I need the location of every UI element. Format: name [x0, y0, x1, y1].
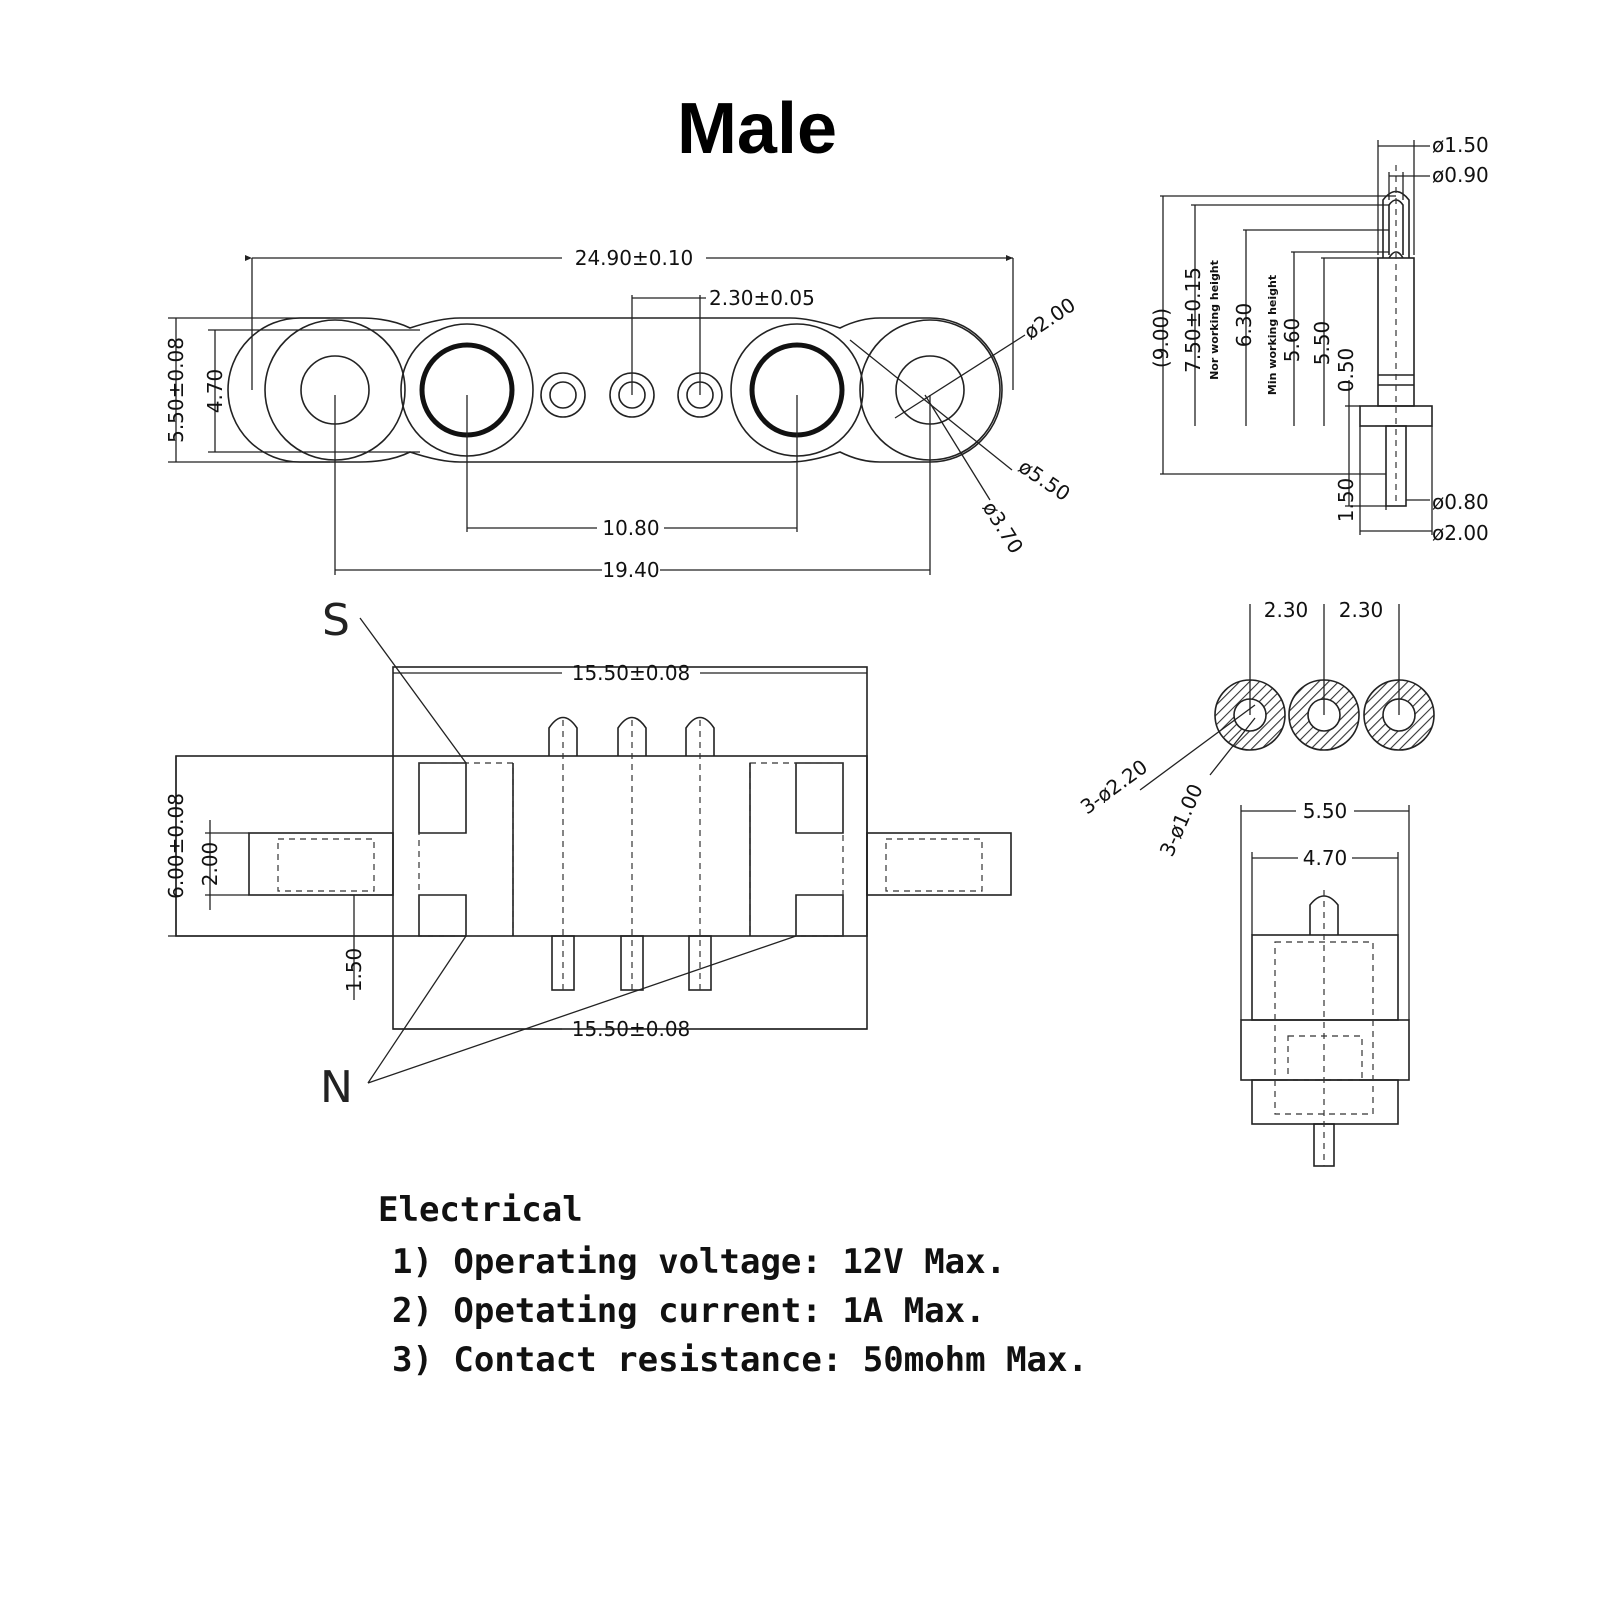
left-tab-hole [277, 838, 375, 892]
dim-tab-height: 2.00 [198, 842, 222, 887]
front-pin-1-head [548, 716, 578, 756]
leader-line [1139, 704, 1256, 791]
leader-line [924, 394, 991, 501]
north-leader-left [367, 935, 467, 1084]
dim-height: 5.50±0.08 [164, 337, 188, 443]
end-middle-body [1240, 1019, 1410, 1081]
dim-inner-height: 4.70 [203, 369, 227, 414]
dim-0-50: 0.50 [1334, 348, 1358, 393]
dim-tail-dia: ø0.80 [1432, 490, 1489, 514]
dim-free-height: (9.00) [1149, 308, 1173, 368]
page-title: Male [677, 89, 837, 169]
dim-head-dia: ø1.50 [1432, 133, 1489, 157]
south-pole-label: S [322, 595, 350, 646]
end-inner-cavity [1287, 1035, 1363, 1081]
dim-offset: 1.50 [342, 948, 366, 993]
south-leader [359, 617, 467, 764]
right-magnet-lower [795, 894, 844, 937]
leader-line [894, 334, 1026, 419]
dim-pitch-2: 2.30 [1339, 598, 1384, 622]
north-leader-right [367, 935, 797, 1084]
left-magnet-lower [418, 894, 467, 937]
side-view: ø1.50 ø0.90 (9.00) 7.50±0.15 Nor working… [1149, 133, 1489, 545]
label-min-height: Min working height [1266, 275, 1279, 395]
dim-pitch-1: 2.30 [1264, 598, 1309, 622]
north-pole-label: N [320, 1062, 353, 1113]
dim-tip-dia: ø0.90 [1432, 163, 1489, 187]
end-view: 5.50 4.70 [1240, 799, 1410, 1167]
dim-5-60: 5.60 [1280, 318, 1304, 363]
dim-top-width: 15.50±0.08 [572, 661, 691, 685]
top-view-outline [227, 317, 1003, 463]
dim-base-dia: ø2.00 [1432, 521, 1489, 545]
dim-bottom-width: 15.50±0.08 [572, 1017, 691, 1041]
left-magnet-upper [418, 762, 467, 834]
pin-face-view: 2.30 2.30 3-ø2.20 3-ø1.00 [1076, 598, 1435, 860]
dim-magnet-spacing: 10.80 [602, 516, 659, 540]
front-pin-3-head [685, 716, 715, 756]
dim-inner-width: 4.70 [1303, 846, 1348, 870]
dim-hole-spacing: 19.40 [602, 558, 659, 582]
dim-inner-dia: 3-ø1.00 [1155, 780, 1208, 860]
front-body-outline [175, 755, 868, 937]
dim-hole-outer-dia: ø2.00 [1019, 292, 1079, 344]
right-magnet-upper [795, 762, 844, 834]
dim-mount-dia: ø3.70 [978, 497, 1028, 558]
right-tab [866, 832, 1012, 896]
left-tab [248, 832, 394, 896]
pin-1-inner [549, 381, 577, 409]
label-nor-height: Nor working height [1208, 260, 1221, 380]
pin-tip-bottom [1388, 251, 1404, 259]
right-tab-hole [885, 838, 983, 892]
front-pin-2-head [617, 716, 647, 756]
dim-outer-width: 5.50 [1303, 799, 1348, 823]
dim-ring-dia: ø5.50 [1014, 454, 1074, 506]
spec-current: 2) Opetating current: 1A Max. [392, 1291, 986, 1331]
end-lower-body [1251, 1079, 1399, 1125]
pin-tail [1385, 425, 1407, 507]
spec-voltage: 1) Operating voltage: 12V Max. [392, 1242, 1007, 1282]
pin-1-outer [540, 372, 586, 418]
leader-line [1209, 717, 1256, 776]
dim-1-50: 1.50 [1334, 478, 1358, 523]
electrical-specs: Electrical 1) Operating voltage: 12V Max… [378, 1190, 1088, 1385]
dim-front-height: 6.00±0.08 [164, 793, 188, 899]
end-upper-body [1251, 934, 1399, 1021]
dim-min-height: 6.30 [1232, 303, 1256, 348]
electrical-heading: Electrical [378, 1190, 583, 1230]
front-view-frame [392, 666, 868, 1030]
dim-overall-length: 24.90±0.10 [575, 246, 694, 270]
dim-pin-pitch: 2.30±0.05 [709, 286, 815, 310]
front-view: 15.50±0.08 15.50±0.08 6.00±0.08 2.00 1.5… [164, 595, 1012, 1113]
dim-nor-height: 7.50±0.15 [1181, 267, 1205, 373]
dim-5-50: 5.50 [1310, 321, 1334, 366]
top-view: 24.90±0.10 2.30±0.05 5.50±0.08 4.70 10.8… [164, 246, 1080, 582]
spec-resistance: 3) Contact resistance: 50mohm Max. [392, 1340, 1088, 1380]
dim-outer-dia: 3-ø2.20 [1076, 755, 1152, 820]
